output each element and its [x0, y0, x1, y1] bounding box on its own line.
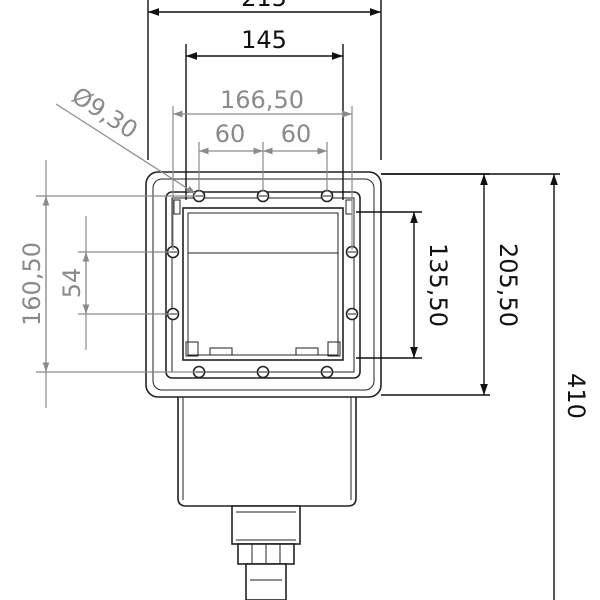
dimension-label-vertical-screw-span: 160,50 [18, 242, 46, 326]
screw-right-lower [345, 307, 359, 321]
dimension-label-vertical-screw-spacing: 54 [58, 268, 86, 299]
dimension-total-height: 410 [381, 173, 590, 600]
screw-bottom-right [320, 365, 334, 379]
dimension-inner-width: 145 [185, 26, 344, 200]
dimension-screw-spacing: 60 60 [198, 120, 328, 192]
dimension-overall-width: 215 [147, 0, 382, 160]
dimension-opening-height: 135,50 [356, 211, 452, 359]
dimension-label-screw-spacing-left: 60 [215, 120, 246, 148]
dimension-vertical-screw-spacing: 54 [58, 216, 170, 350]
dimension-label-inner-width: 145 [241, 26, 287, 54]
dimension-label-screw-spacing-right: 60 [281, 120, 312, 148]
dimension-faceplate-height: 205,50 [381, 173, 522, 396]
dimension-screw-span: 166,50 [172, 86, 353, 250]
screw-bottom-center [256, 365, 270, 379]
dimension-label-opening-height: 135,50 [424, 243, 452, 327]
dimension-label-total-height: 410 [562, 373, 590, 419]
dimension-label-faceplate-height: 205,50 [494, 243, 522, 327]
dimension-vertical-screw-span: 160,50 [18, 160, 196, 408]
skimmer-body [145, 171, 382, 600]
screw-top-right [320, 189, 334, 203]
screw-top-center [256, 189, 270, 203]
dimension-label-overall-width: 215 [241, 0, 287, 12]
dimension-label-screw-span: 166,50 [220, 86, 304, 114]
